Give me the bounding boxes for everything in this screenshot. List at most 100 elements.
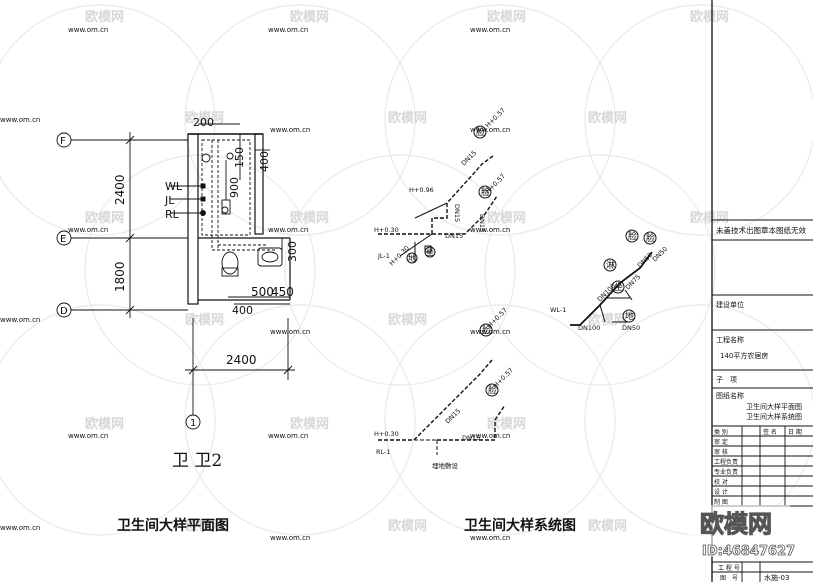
watermark-url: www.om.cn (268, 226, 308, 234)
dim-150: 150 (233, 147, 246, 168)
watermark-brand: 欧模网 (588, 312, 627, 328)
watermark-url: www.om.cn (470, 126, 510, 134)
watermark-pattern (0, 4, 813, 536)
project-label: 工程名称 (716, 335, 744, 344)
label-dn15-b: DN15 (453, 204, 461, 222)
watermark-brand: 欧模网 (290, 210, 329, 226)
riser-label-rl: RL (165, 208, 180, 221)
project-no-label: 工 程 号 (718, 564, 740, 572)
watermark-url: www.om.cn (270, 328, 310, 336)
dim-900: 900 (228, 177, 241, 198)
system-title: 卫生间大样系统图 (464, 517, 576, 534)
seal-notice: 未盖技术出图章本图纸无效 (716, 225, 806, 235)
watermark-brand: 欧模网 (290, 416, 329, 432)
watermark-brand: 欧模网 (487, 416, 526, 432)
watermark-url: www.om.cn (268, 26, 308, 34)
label-dn75: DN75 (624, 273, 642, 291)
sign-header-category: 类 别 (714, 428, 728, 436)
fixture-label-shower: 淋 (606, 259, 615, 271)
role-design: 设 计 (714, 488, 728, 496)
role-approve: 审 定 (714, 438, 728, 446)
sign-header-date: 日 期 (788, 428, 802, 436)
plan-title: 卫生间大样平面图 (117, 517, 229, 534)
watermark-url: www.om.cn (68, 226, 108, 234)
dim-200: 200 (193, 116, 214, 129)
drawing-name-1: 卫生间大样平面图 (746, 402, 802, 411)
label-h096: H+0.96 (409, 186, 434, 194)
watermark-brand: 欧模网 (690, 9, 729, 25)
watermark-brand: 欧模网 (185, 312, 224, 328)
label-dn15-c: DN15 (445, 232, 463, 240)
watermark-url: www.om.cn (470, 26, 510, 34)
axis-label-f: F (60, 136, 66, 147)
label-dn15-hot-b: DN15 (462, 434, 480, 442)
watermark-brand: 欧模网 (690, 210, 729, 226)
fixture-label-drain: 地 (625, 310, 634, 322)
bathroom-plan (56, 123, 295, 430)
fixture-label-toilet: 坐 (614, 282, 623, 293)
corner-brand: 欧模网 (700, 510, 772, 538)
shower-head-icon (226, 152, 234, 160)
label-dn15-a: DN15 (460, 149, 478, 167)
riser-label-wl: WL (165, 180, 183, 193)
dim-1800-vertical: 1800 (113, 261, 127, 292)
label-dn50-a: DN50 (622, 324, 640, 332)
title-block-text: 未盖技术出图章本图纸无效 建设单位 工程名称 140平方农居房 子 项 图纸名称… (714, 225, 806, 582)
axis-label-e: E (60, 234, 66, 245)
label-dn15-d: DN15 (478, 214, 486, 232)
role-review: 审 核 (714, 448, 728, 456)
fixture-label-basin: 脸 (488, 384, 497, 396)
sheet-no: 水施-03 (764, 573, 789, 582)
watermark-brand: 欧模网 (588, 518, 627, 534)
handwritten-note: 卫 卫2 (172, 451, 222, 471)
watermark-url: www.om.cn (470, 432, 510, 440)
plan-text: F E D 1 2400 1800 2400 200 150 400 900 3… (60, 116, 299, 534)
label-wl1: WL-1 (550, 306, 566, 314)
floor-drain-icon (201, 153, 211, 163)
corner-watermark: 欧模网 ID:46847627 (690, 505, 796, 559)
project-name: 140平方农居房 (720, 351, 768, 360)
watermark-brand: 欧模网 (487, 9, 526, 25)
watermark-brand: 欧模网 (290, 9, 329, 25)
watermark-url: www.om.cn (470, 226, 510, 234)
watermark-brand: 欧模网 (388, 312, 427, 328)
subitem-label: 子 项 (716, 376, 737, 384)
fixture-label-basin: 脸 (476, 126, 485, 138)
bathroom-wall (254, 133, 264, 235)
dim-2400-horizontal: 2400 (226, 353, 257, 367)
axis-label-1: 1 (190, 418, 196, 429)
axis-label-d: D (60, 306, 68, 317)
sign-header-signature: 签 名 (763, 428, 777, 436)
role-check: 校 对 (714, 478, 728, 486)
label-rl1: RL-1 (376, 448, 391, 456)
watermark-url: www.om.cn (270, 534, 310, 542)
drawing-name-2: 卫生间大样系统图 (746, 412, 802, 421)
watermark-text: 欧模网 欧模网 欧模网 欧模网 欧模网 欧模网 欧模网 欧模网 欧模网 欧模网 … (85, 9, 729, 534)
watermark-url: www.om.cn (0, 116, 40, 124)
fixture-label-toilet: 坐 (426, 248, 434, 257)
floor-laying-note: 埋地敷设 (432, 461, 459, 470)
fixture-label-basin: 脸 (646, 232, 655, 244)
label-jl1: JL-1 (377, 252, 390, 260)
riser-label-jl: JL (164, 194, 175, 207)
fixture-label-basin: 脸 (481, 186, 490, 198)
fixture-label-basin: 脸 (482, 324, 491, 336)
toilet-icon (221, 251, 239, 275)
watermark-url: www.om.cn (0, 524, 40, 532)
watermark-url: www.om.cn (68, 26, 108, 34)
watermark-url: www.om.cn (270, 126, 310, 134)
fixture-label-basin: 脸 (628, 230, 637, 242)
role-draft: 制 图 (714, 498, 728, 506)
watermark-brand: 欧模网 (85, 210, 124, 226)
label-dn100-a: DN100 (578, 324, 600, 332)
system-diagram (378, 125, 657, 455)
fixture-label-drain: 地 (408, 253, 416, 263)
watermark-url: www.om.cn (68, 432, 108, 440)
dim-300: 300 (286, 241, 299, 262)
watermark-brand: 欧模网 (185, 110, 224, 126)
label-dn50-c: DN50 (651, 245, 669, 263)
sheet-no-label: 图 号 (720, 575, 738, 582)
client-label: 建设单位 (716, 300, 744, 309)
dim-2400-vertical: 2400 (113, 174, 127, 205)
label-dn15-hot-a: DN15 (444, 407, 462, 425)
